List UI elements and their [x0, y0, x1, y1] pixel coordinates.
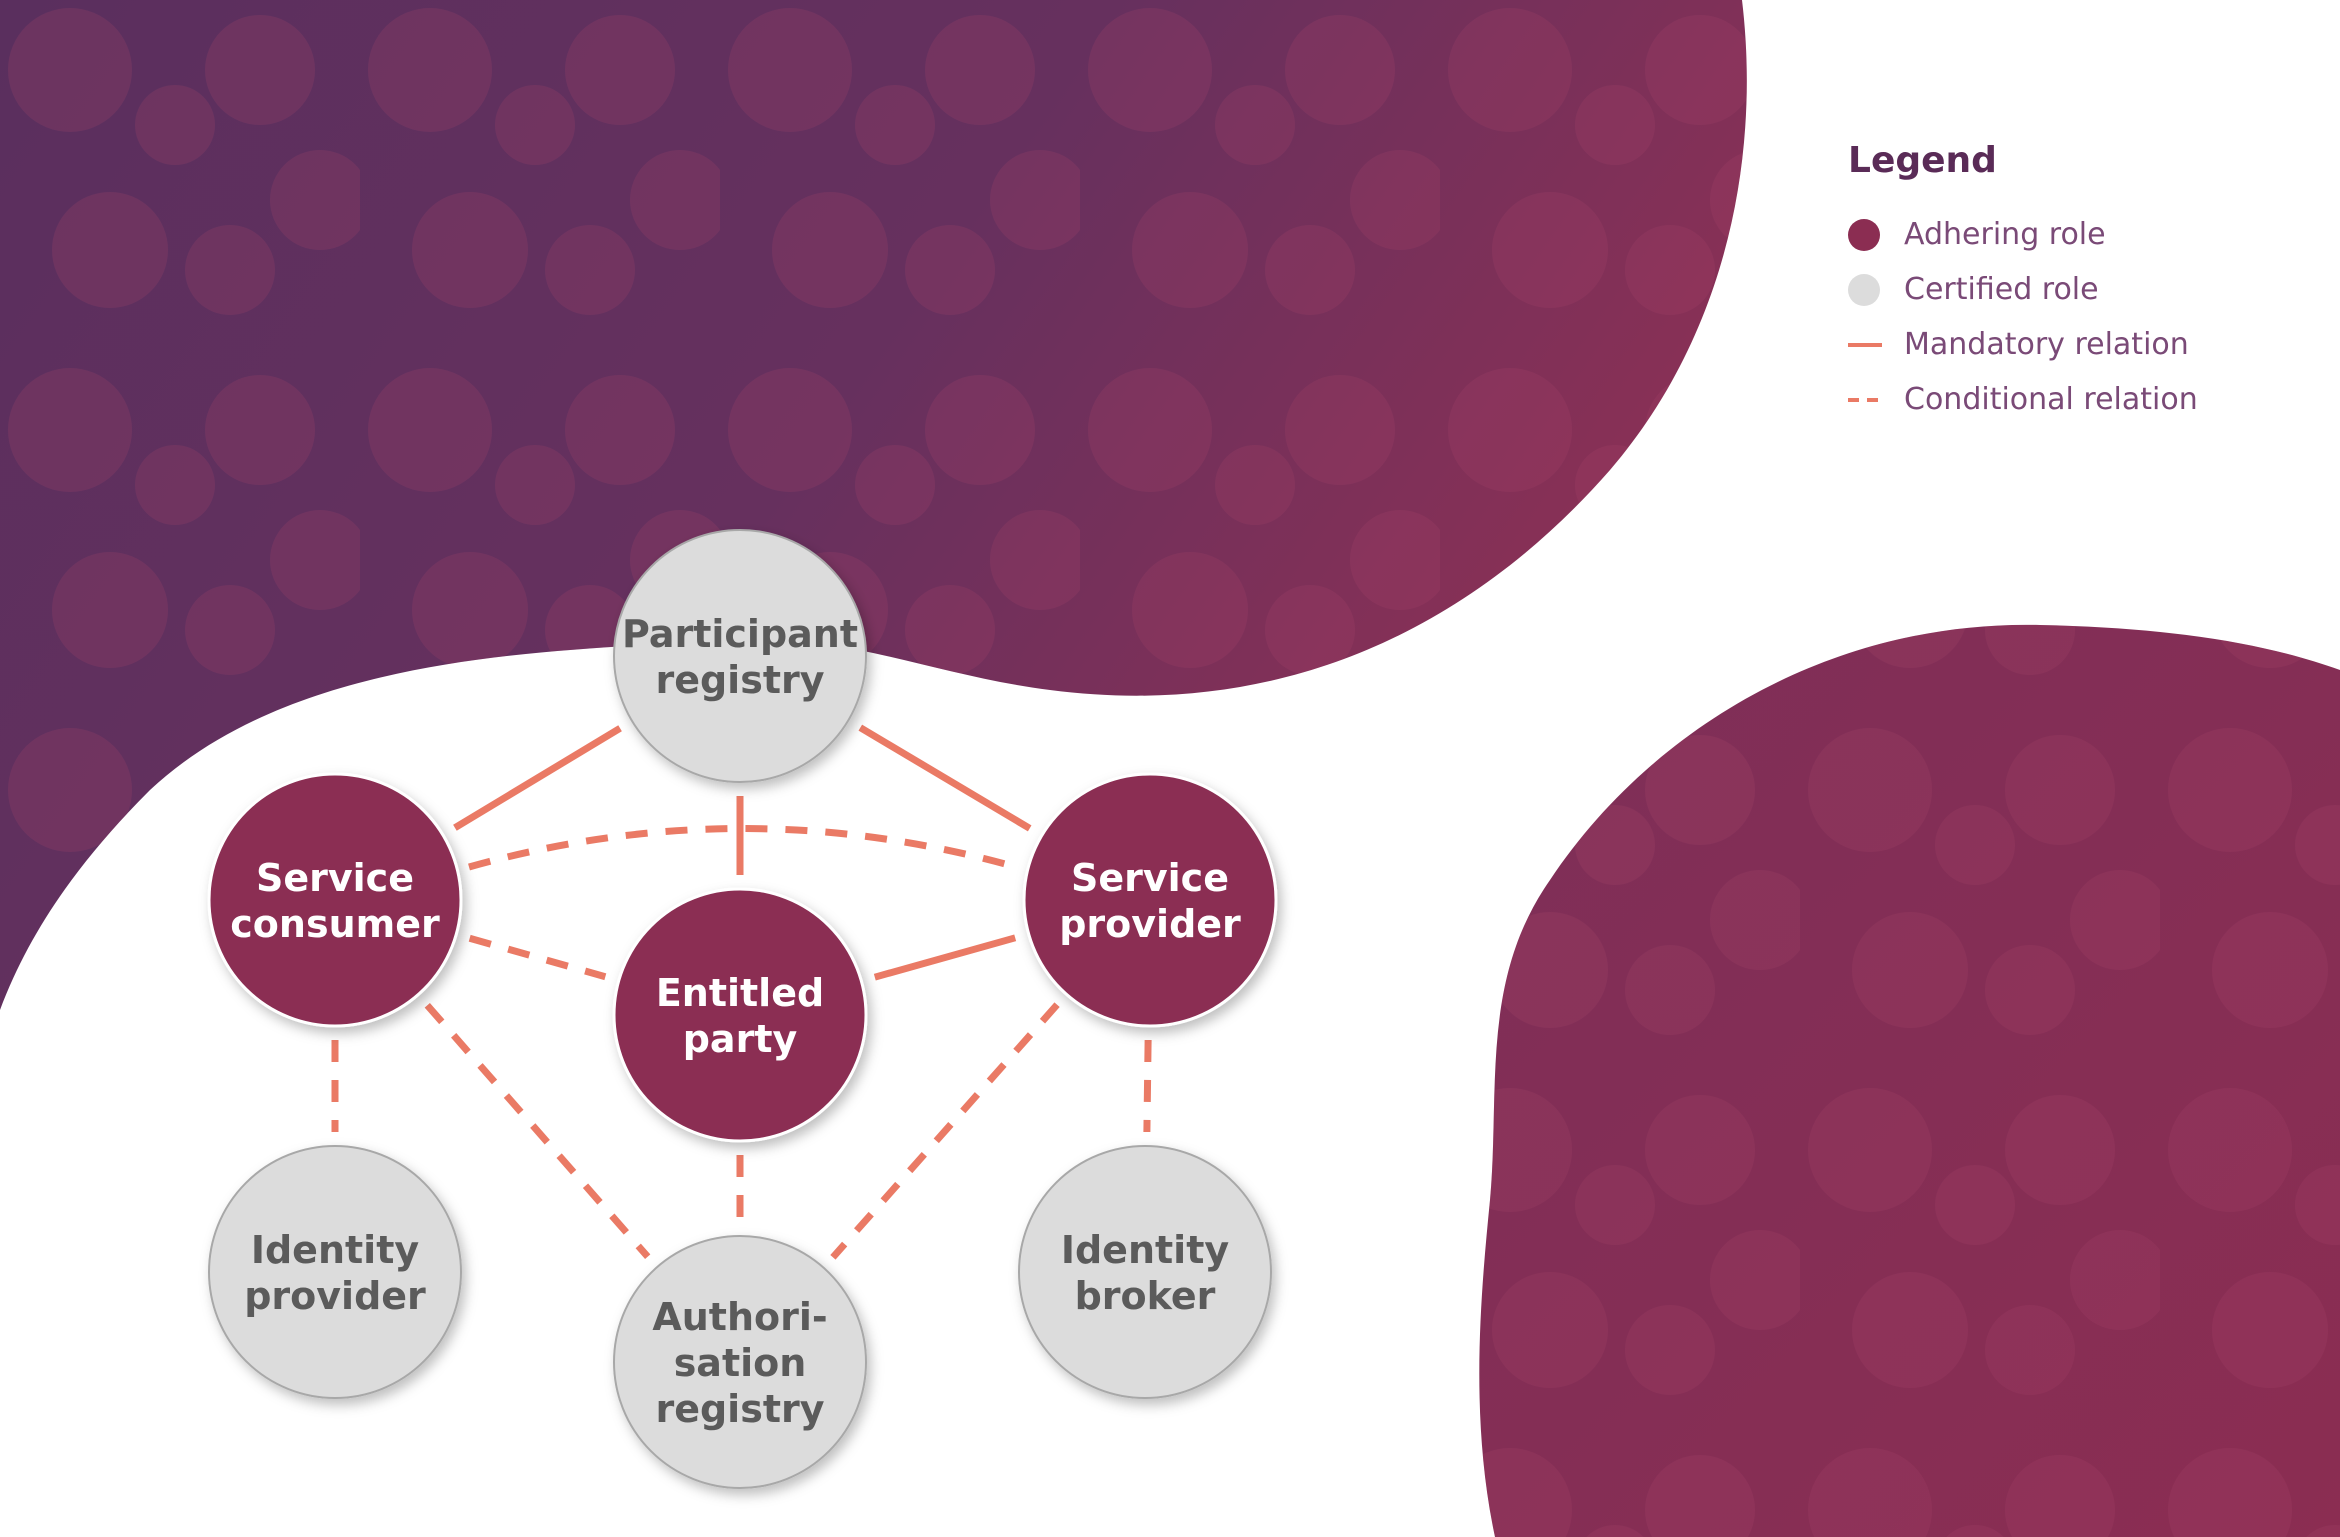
relation-service-consumer-to-authorisation-registry-conditional	[424, 1002, 651, 1260]
authorisation-registry-label-line: sation	[674, 1341, 807, 1385]
service-consumer-label-line: Service	[256, 856, 414, 900]
entitled-party-circle	[612, 887, 868, 1143]
relations-layer	[331, 724, 1152, 1260]
entitled-party-label-line: Entitled	[656, 971, 824, 1015]
legend-item-conditional: Conditional relation	[1848, 372, 2288, 427]
solid-line-icon	[1848, 328, 1882, 362]
legend-label: Conditional relation	[1904, 382, 2198, 417]
identity-provider-circle	[208, 1145, 462, 1399]
legend-label: Adhering role	[1904, 217, 2106, 252]
relation-participant-registry-to-service-consumer-mandatory	[453, 725, 622, 831]
legend-label: Certified role	[1904, 272, 2099, 307]
relation-service-provider-to-authorisation-registry-conditional	[830, 1002, 1060, 1260]
identity-broker-label-line: broker	[1075, 1274, 1216, 1318]
entitled-party-label-line: party	[683, 1017, 798, 1061]
legend-item-certified: Certified role	[1848, 262, 2288, 317]
dashed-line-icon	[1848, 383, 1882, 417]
service-consumer-circle	[207, 772, 463, 1028]
participant-registry-label-line: registry	[655, 658, 824, 702]
identity-broker-label-line: Identity	[1061, 1228, 1230, 1272]
authorisation-registry-label-line: registry	[655, 1387, 824, 1431]
legend-label: Mandatory relation	[1904, 327, 2189, 362]
service-provider-label-line: Service	[1071, 856, 1229, 900]
participant-registry-label-line: Participant	[622, 612, 858, 656]
adhering-role-icon	[1848, 218, 1882, 252]
identity-provider-label-line: Identity	[251, 1228, 420, 1272]
identity-provider-label-line: provider	[244, 1274, 426, 1318]
service-consumer-label-line: consumer	[230, 902, 440, 946]
legend-title: Legend	[1848, 140, 1997, 181]
legend-item-mandatory: Mandatory relation	[1848, 317, 2288, 372]
authorisation-registry-label-line: Authori-	[652, 1295, 827, 1339]
relation-service-consumer-to-entitled-party-conditional	[468, 934, 607, 981]
service-provider-circle	[1022, 772, 1278, 1028]
roles-layer: ParticipantregistryServiceconsumerServic…	[207, 529, 1278, 1489]
participant-registry-circle	[613, 529, 867, 783]
legend: Legend Adhering role Certified role Mand…	[1848, 140, 2288, 427]
certified-role-icon	[1848, 273, 1882, 307]
service-provider-label-line: provider	[1059, 902, 1241, 946]
legend-item-adhering: Adhering role	[1848, 207, 2288, 262]
relation-participant-registry-to-service-provider-mandatory	[858, 724, 1032, 832]
background-bottom-shape	[1479, 624, 2340, 1537]
identity-broker-circle	[1018, 1145, 1272, 1399]
relation-entitled-party-to-service-provider-mandatory	[873, 934, 1017, 981]
authorisation-registry-circle	[613, 1235, 867, 1489]
background-top-shape	[0, 0, 1747, 1010]
relation-service-provider-to-identity-broker-conditional	[1143, 1039, 1152, 1133]
